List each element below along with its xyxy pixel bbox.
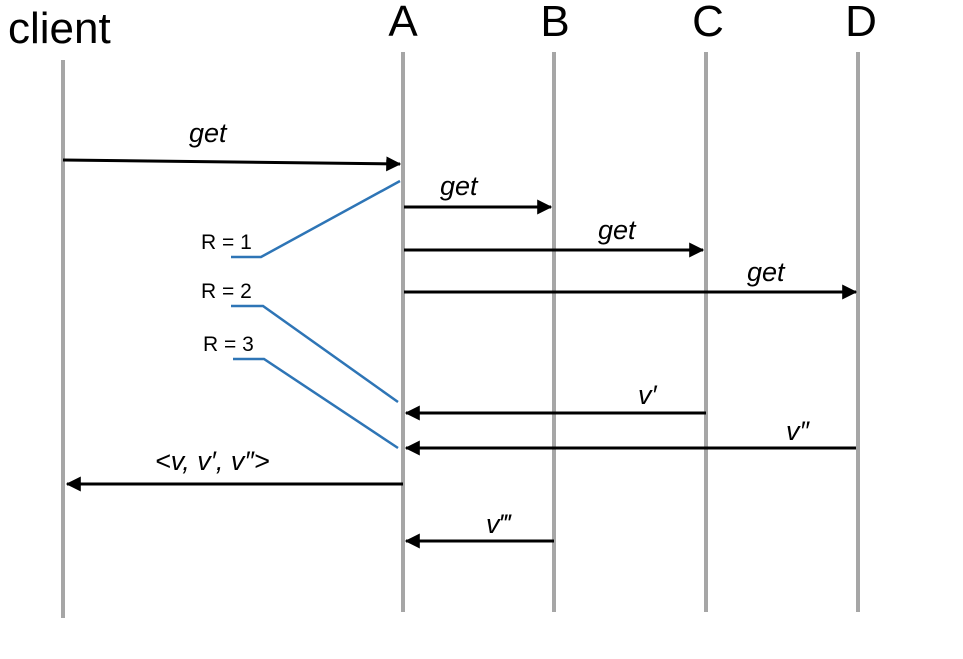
label-d-reply: v″	[786, 416, 811, 446]
participant-a: A	[388, 0, 418, 46]
arrow-client-to-a	[62, 156, 402, 172]
quorum-leader-r1	[231, 179, 401, 259]
quorum-label-r1: R = 1	[201, 231, 252, 254]
label-a-to-c-get: get	[598, 215, 637, 245]
quorum-leader-r2	[231, 304, 399, 404]
quorum-label-r2: R = 2	[201, 280, 252, 303]
label-a-to-b-get: get	[440, 171, 479, 201]
label-client-get: get	[189, 118, 228, 148]
participant-client: client	[8, 4, 111, 53]
participant-b: B	[540, 0, 569, 46]
label-c-reply: v′	[638, 380, 658, 410]
label-b-reply: v‴	[486, 509, 513, 539]
quorum-label-r3: R = 3	[203, 333, 254, 356]
label-a-to-d-get: get	[747, 257, 786, 287]
participant-c: C	[692, 0, 724, 46]
label-client-reply: <v, v′, v″>	[155, 446, 270, 476]
participant-d: D	[845, 0, 877, 46]
quorum-leader-r3	[233, 357, 399, 450]
